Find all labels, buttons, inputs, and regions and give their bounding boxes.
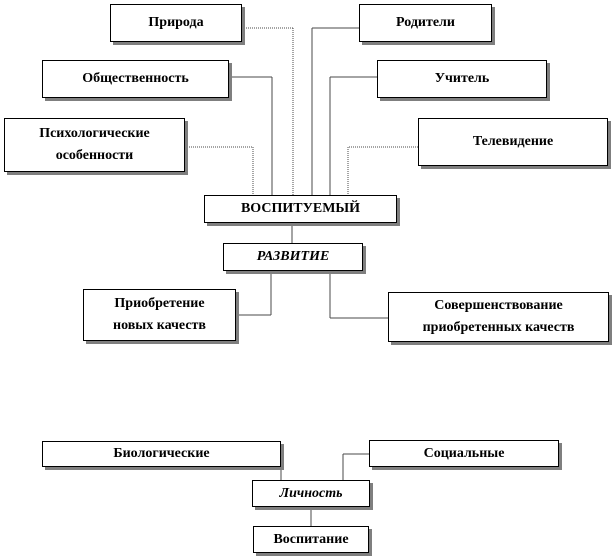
box-lichnost: Личность [252,480,370,507]
label-vospitanie: Воспитание [273,531,349,547]
box-vospitanie: Воспитание [253,526,369,553]
label-televidenie: Телевидение [472,134,554,149]
label-uchitel: Учитель [434,71,490,86]
label-biologicheskie: Биологические [113,446,210,461]
box-televidenie: Телевидение [418,118,608,166]
label-priobretenie-novykh-kachestv: Приобретение новых качеств [113,296,206,333]
box-uchitel: Учитель [377,60,547,98]
label-vospituemyi: ВОСПИТУЕМЫЙ [240,201,361,216]
label-priroda: Природа [148,15,204,30]
box-psikhologicheskie-osobennosti: Психологические особенности [4,118,185,172]
box-biologicheskie: Биологические [42,441,281,467]
label-roditeli: Родители [396,15,455,30]
label-razvitie: РАЗВИТИЕ [256,249,330,264]
label-obshchestvennost: Общественность [82,71,189,86]
box-socialnye: Социальные [369,440,559,467]
box-roditeli: Родители [359,4,492,42]
box-vospituemyi: ВОСПИТУЕМЫЙ [204,195,397,223]
box-priroda: Природа [110,4,242,42]
label-sovershenstvovanie: Совершенствование приобретенных качеств [422,298,575,335]
box-obshchestvennost: Общественность [42,60,229,98]
box-priobretenie-novykh-kachestv: Приобретение новых качеств [83,289,236,341]
box-razvitie: РАЗВИТИЕ [223,243,363,271]
label-lichnost: Личность [279,485,343,501]
label-socialnye: Социальные [423,445,505,461]
label-psikhologicheskie-osobennosti: Психологические особенности [39,126,150,163]
box-sovershenstvovanie: Совершенствование приобретенных качеств [388,292,609,342]
